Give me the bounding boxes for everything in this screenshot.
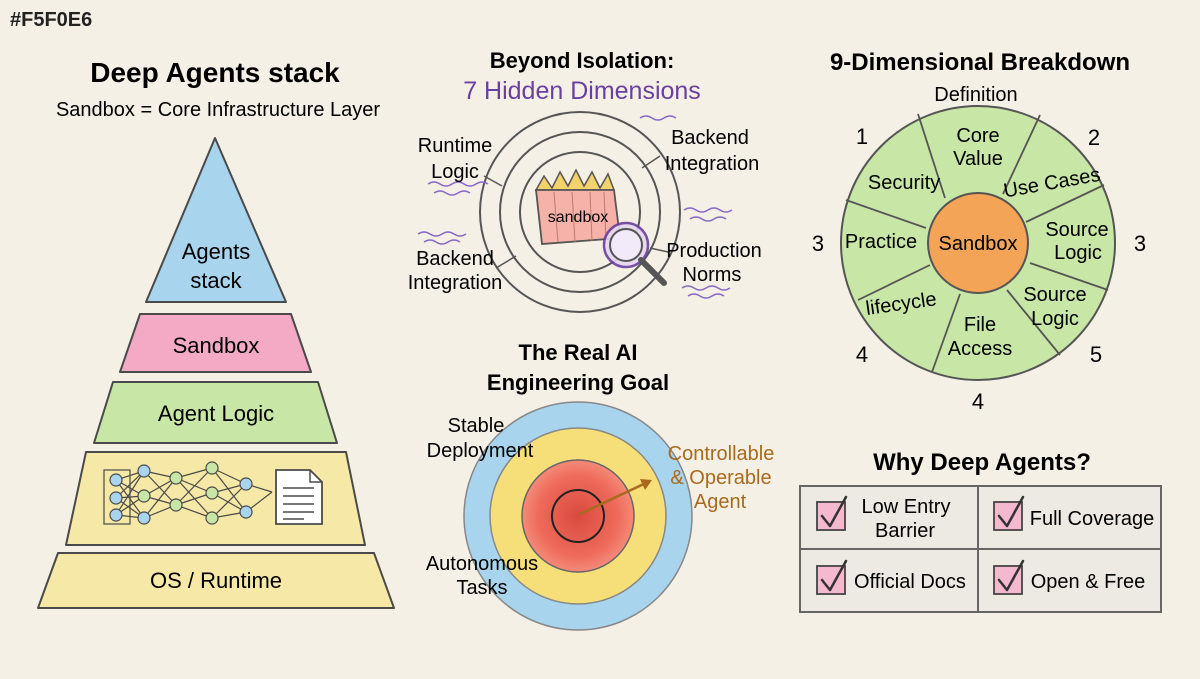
breakdown-section: 9-Dimensional Breakdown Definition Sandb… [812, 49, 1146, 414]
check-icon-open-free [993, 559, 1025, 595]
segment-source-br-1: Source [1023, 284, 1086, 306]
goal-title-2: Engineering Goal [487, 370, 669, 395]
stable-deployment-label-2: Deployment [427, 440, 534, 462]
why-low-entry-1: Low Entry [862, 496, 951, 518]
goal-inner-ring [521, 459, 635, 573]
goal-title-1: The Real AI [519, 340, 638, 365]
check-icon-full-coverage [993, 495, 1025, 531]
autonomous-tasks-label-1: Autonomous [426, 553, 538, 575]
stable-deployment-label-1: Stable [448, 415, 505, 437]
production-norms-label-1: Production [666, 240, 762, 262]
corner-label: #F5F0E6 [10, 9, 92, 31]
breakdown-definition: Definition [934, 84, 1017, 106]
backend-integration-tr-label-2: Integration [665, 153, 760, 175]
why-title: Why Deep Agents? [873, 449, 1091, 476]
segment-file-2: Access [948, 338, 1012, 360]
neural-network-icon [103, 461, 273, 525]
os-runtime-label: OS / Runtime [150, 568, 282, 593]
number-top-right: 2 [1088, 125, 1100, 150]
isolation-center-label: sandbox [548, 209, 609, 226]
sandbox-box-icon: sandbox [534, 168, 622, 245]
breakdown-spokes [845, 113, 1109, 373]
segment-security: Security [868, 172, 940, 194]
isolation-title: Beyond Isolation: [490, 48, 675, 73]
segment-source-r-2: Logic [1054, 242, 1102, 264]
breakdown-center [927, 192, 1029, 294]
runtime-logic-label-1: Runtime [418, 135, 492, 157]
segment-practice: Practice [845, 231, 917, 253]
goal-section: The Real AI Engineering Goal Stable Depl… [426, 340, 775, 631]
number-bottom-left: 4 [856, 342, 868, 367]
runtime-logic-label-2: Logic [431, 161, 479, 183]
agents-stack-label-2: stack [190, 268, 242, 293]
number-bottom: 4 [972, 389, 984, 414]
isolation-rings [479, 111, 681, 313]
breakdown-center-label: Sandbox [939, 233, 1018, 255]
isolation-subtitle: 7 Hidden Dimensions [463, 77, 701, 105]
controllable-label-3: Agent [694, 491, 747, 513]
isolation-section: Beyond Isolation: 7 Hidden Dimensions sa… [408, 48, 762, 313]
why-open-free: Open & Free [1031, 571, 1146, 593]
number-left: 3 [812, 231, 824, 256]
why-full-coverage: Full Coverage [1030, 508, 1155, 530]
goal-bullseye [551, 489, 605, 543]
magnifier-icon [602, 221, 667, 286]
number-bottom-right: 5 [1090, 342, 1102, 367]
goal-arrow-icon [579, 479, 652, 516]
stack-title: Deep Agents stack [90, 57, 340, 88]
check-icon-low-entry [816, 495, 848, 531]
number-right: 3 [1134, 231, 1146, 256]
stack-subtitle: Sandbox = Core Infrastructure Layer [56, 99, 380, 121]
segment-source-br-2: Logic [1031, 308, 1079, 330]
stack-section: Deep Agents stack Sandbox = Core Infrast… [37, 57, 395, 609]
agents-stack-label-1: Agents [182, 239, 251, 264]
backend-integration-bl-label-1: Backend [416, 248, 494, 270]
agent-logic-layer [93, 381, 338, 444]
sandbox-layer [119, 313, 312, 373]
check-icon-official-docs [816, 559, 848, 595]
os-runtime-layer [37, 552, 395, 609]
sandbox-layer-label: Sandbox [173, 333, 260, 358]
controllable-label-2: & Operable [670, 467, 771, 489]
why-official-docs: Official Docs [854, 571, 966, 593]
segment-file-1: File [964, 314, 996, 336]
segment-core-1: Core [956, 125, 999, 147]
backend-integration-tr-label-1: Backend [671, 127, 749, 149]
segment-source-r-1: Source [1045, 219, 1108, 241]
breakdown-title: 9-Dimensional Breakdown [830, 49, 1130, 76]
document-icon [275, 469, 323, 525]
agents-stack-layer [145, 137, 287, 303]
backend-integration-bl-label-2: Integration [408, 272, 503, 294]
autonomous-tasks-label-2: Tasks [456, 577, 507, 599]
controllable-label-1: Controllable [668, 443, 775, 465]
production-norms-label-2: Norms [683, 264, 742, 286]
number-top-left: 1 [856, 124, 868, 149]
why-low-entry-2: Barrier [875, 520, 935, 542]
segment-core-2: Value [953, 148, 1003, 170]
isolation-squiggles [417, 115, 733, 299]
agent-logic-label: Agent Logic [158, 401, 274, 426]
why-section: Why Deep Agents? Low Entry Barrier Full … [799, 449, 1162, 613]
